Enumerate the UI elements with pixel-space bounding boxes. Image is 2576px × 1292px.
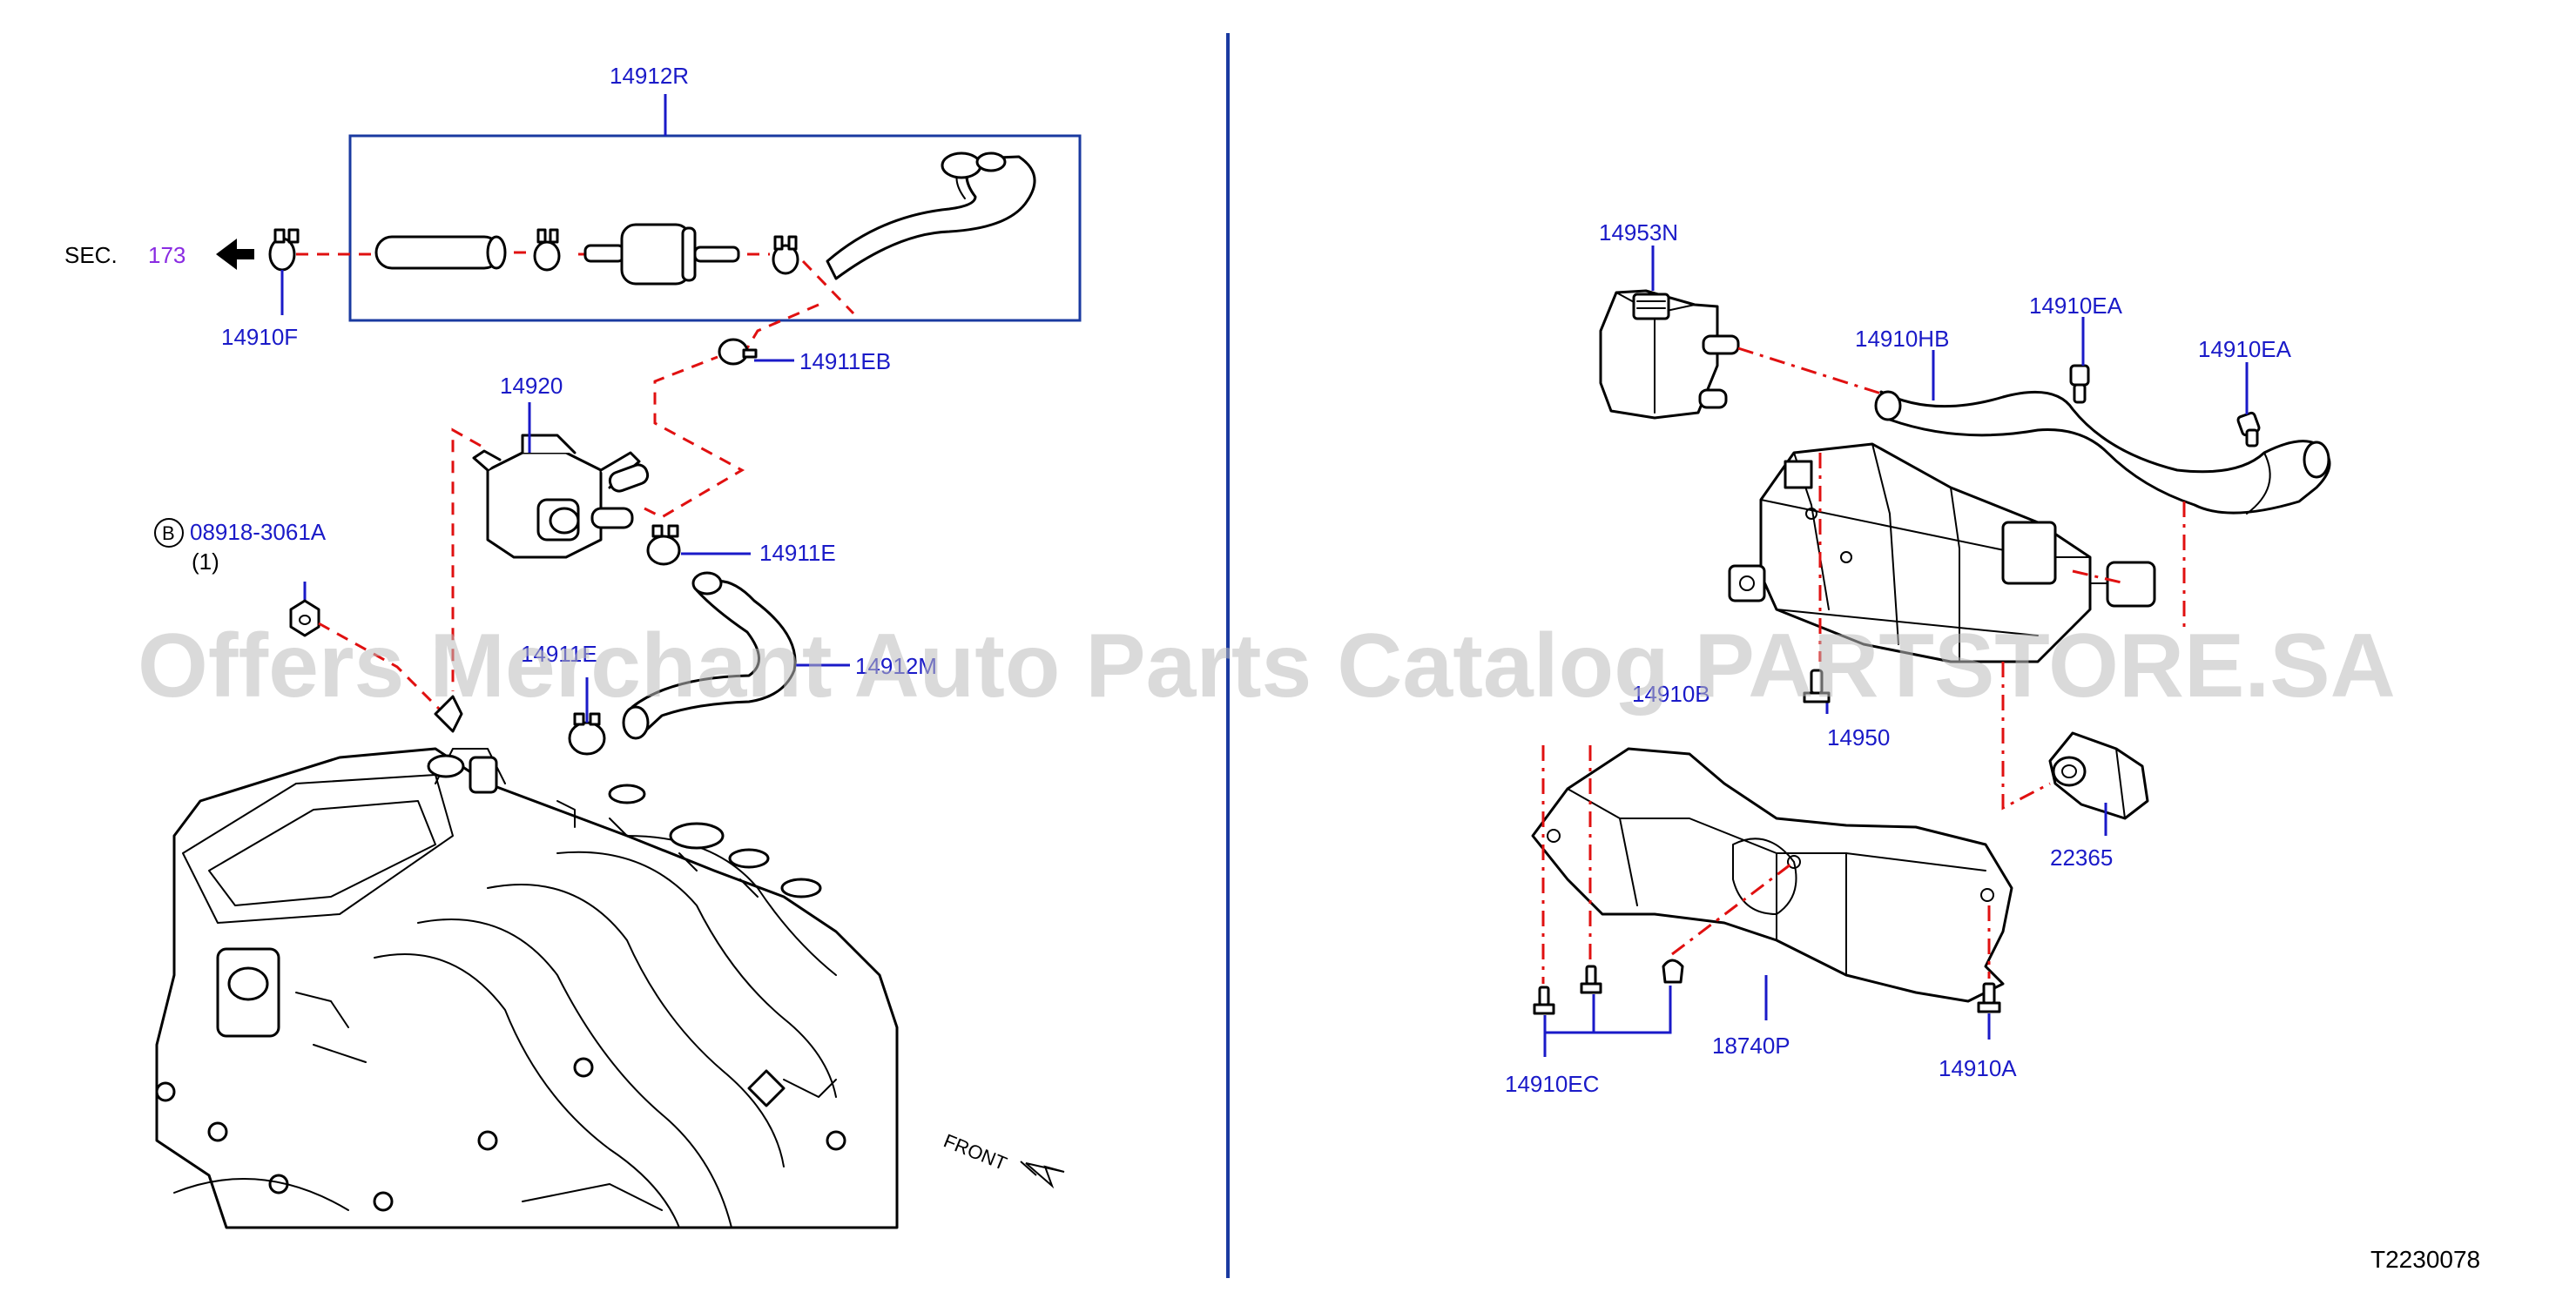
part-clamp-14910EA-2[interactable]: 14910EA: [2198, 336, 2292, 447]
part-reservoir-14953N[interactable]: 14953N: [1599, 219, 1740, 420]
watermark-text: Offers Merchant Auto Parts Catalog PARTS…: [138, 616, 2396, 717]
label-14911E-left[interactable]: 14911E: [521, 641, 597, 667]
label-08918-3061A[interactable]: 08918-3061A: [190, 519, 327, 545]
front-label: FRONT: [941, 1129, 1010, 1174]
front-arrow-icon: [1020, 1161, 1065, 1189]
part-hose-14912M[interactable]: 14912M: [622, 571, 937, 740]
part-sensor-22365[interactable]: 22365: [2048, 731, 2149, 871]
section-arrow-icon: [216, 239, 254, 270]
part-valve-14920[interactable]: 14920: [472, 373, 650, 559]
label-14950[interactable]: 14950: [1827, 724, 1890, 750]
label-14920[interactable]: 14920: [500, 373, 563, 399]
label-14910B[interactable]: 14910B: [1632, 681, 1710, 707]
section-ref-173[interactable]: 173: [148, 242, 185, 268]
label-14912R[interactable]: 14912R: [610, 63, 689, 89]
part-bolts-14910EC[interactable]: 14910EC: [1505, 959, 1684, 1097]
label-14910HB[interactable]: 14910HB: [1855, 326, 1949, 352]
part-clamp-14911E-right[interactable]: 14911E: [646, 524, 836, 566]
part-clamp-14911E-left[interactable]: 14911E: [521, 641, 606, 756]
callout-bolt-08918[interactable]: B 08918-3061A (1): [154, 518, 327, 637]
part-hose-curved[interactable]: [826, 151, 1036, 280]
drawing-number: T2230078: [2370, 1246, 2480, 1273]
part-clamp-small-1[interactable]: [533, 228, 561, 272]
engine-intake-manifold: [155, 695, 899, 1229]
label-22365[interactable]: 22365: [2050, 845, 2113, 871]
part-bolt-14910B[interactable]: 14910B: [1632, 669, 1831, 707]
part-hose-short[interactable]: [374, 235, 507, 270]
label-14911E-right[interactable]: 14911E: [759, 540, 836, 566]
label-18740P[interactable]: 18740P: [1712, 1033, 1790, 1059]
part-clamp-14910EA-1[interactable]: 14910EA: [2029, 293, 2123, 404]
label-14910A[interactable]: 14910A: [1939, 1055, 2017, 1081]
part-clamp-small-2[interactable]: [772, 235, 799, 275]
hose-kit-box-14912R: 14912R: [348, 63, 1082, 322]
part-bolt-14910A[interactable]: 14910A: [1939, 982, 2017, 1081]
label-14910EC[interactable]: 14910EC: [1505, 1071, 1599, 1097]
part-filter[interactable]: [583, 223, 740, 286]
label-14911EB[interactable]: 14911EB: [799, 348, 891, 374]
part-canister-14950[interactable]: 14950: [1728, 442, 2156, 750]
label-14910EA-1[interactable]: 14910EA: [2029, 293, 2123, 319]
section-prefix: SEC.: [64, 242, 118, 268]
label-14910F[interactable]: 14910F: [221, 324, 298, 350]
label-14953N[interactable]: 14953N: [1599, 219, 1678, 246]
part-clamp-14910F[interactable]: 14910F: [221, 228, 300, 350]
part-hose-14910HB[interactable]: 14910HB: [1855, 326, 2331, 515]
part-protector-18740P[interactable]: 18740P: [1531, 747, 2013, 1059]
label-bolt-qty: (1): [192, 548, 219, 575]
label-14910EA-2[interactable]: 14910EA: [2198, 336, 2292, 362]
part-clamp-14911EB[interactable]: 14911EB: [718, 338, 891, 374]
bolt-symbol: B: [162, 522, 175, 544]
label-14912M[interactable]: 14912M: [855, 653, 937, 679]
